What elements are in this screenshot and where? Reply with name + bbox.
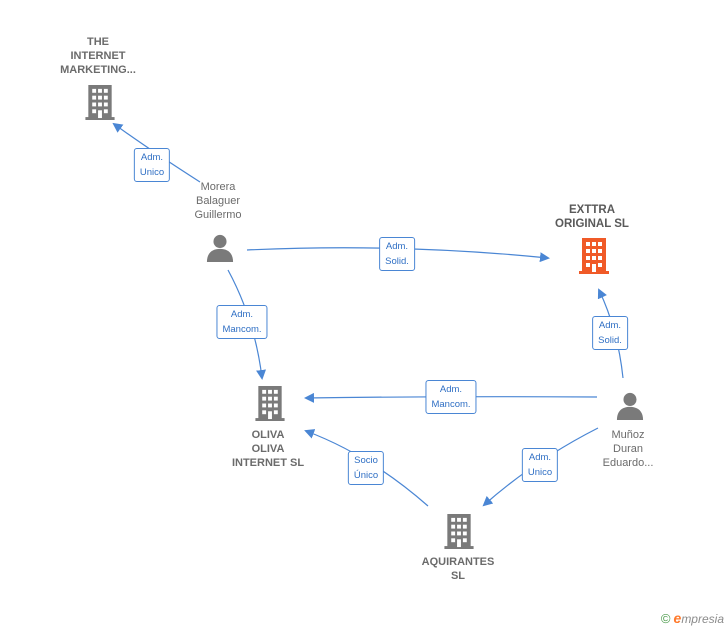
person-icon[interactable] (616, 392, 644, 420)
brand-logo-text: mpresia (681, 612, 724, 626)
person-icon[interactable] (206, 234, 234, 262)
footer-brand: ©empresia (661, 610, 724, 626)
edge-label-aquirantes-oliva: Socio Único (347, 451, 385, 485)
building-icon[interactable] (579, 238, 609, 274)
node-label-exttra[interactable]: EXTTRA ORIGINAL SL (555, 204, 629, 230)
building-icon[interactable] (255, 386, 285, 421)
brand-logo-e: e (673, 610, 682, 626)
node-label-internet-marketing[interactable]: THE INTERNET MARKETING... (60, 36, 136, 76)
building-icon[interactable] (444, 514, 474, 549)
node-label-morera[interactable]: Morera Balaguer Guillermo (194, 181, 242, 221)
edge-label-morera-internet: Adm. Unico (133, 148, 171, 182)
building-icon[interactable] (85, 85, 115, 120)
edge-label-munoz-aquirantes: Adm. Unico (521, 448, 559, 482)
node-label-aquirantes[interactable]: AQUIRANTES SL (421, 556, 495, 582)
node-label-oliva[interactable]: OLIVA OLIVA INTERNET SL (231, 429, 305, 469)
edge-label-morera-oliva: Adm. Mancom. (216, 305, 268, 339)
edge-label-morera-exttra: Adm. Solid. (379, 237, 415, 271)
copyright-symbol: © (660, 611, 671, 626)
edge-label-munoz-exttra: Adm. Solid. (592, 316, 628, 350)
node-label-munoz[interactable]: Muñoz Duran Eduardo... (602, 429, 654, 469)
edge-label-munoz-oliva: Adm. Mancom. (425, 380, 477, 414)
